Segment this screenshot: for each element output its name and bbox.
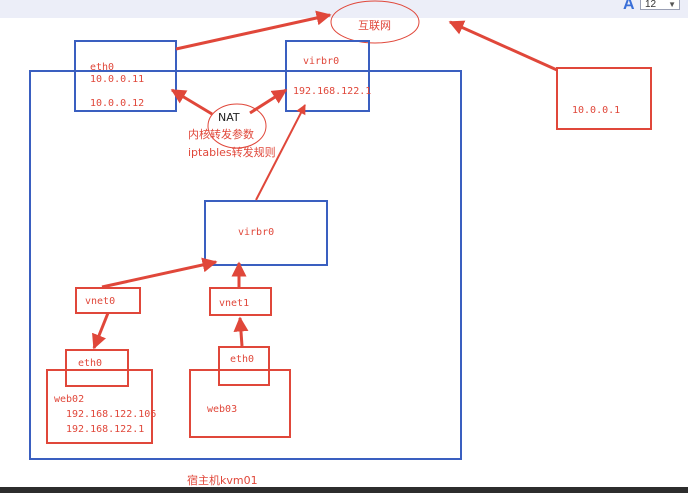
web02-box [46,369,153,444]
external-host-ip: 10.0.0.1 [572,105,621,116]
host-virbr0-name: virbr0 [303,56,340,67]
host-eth0-ip2: 10.0.0.12 [90,98,145,109]
web03-eth0-box [218,346,270,386]
font-size-select[interactable]: 12 ▼ [640,0,680,10]
chevron-down-icon[interactable]: ▼ [668,0,676,9]
inner-virbr0-box [204,200,328,266]
arrow-vnet0-to-virbr0 [101,257,218,289]
font-size-icon[interactable]: A [623,0,635,13]
web02-eth0-name: eth0 [78,358,103,369]
web02-ip1: 192.168.122.106 [66,409,157,420]
arrow-external-to-internet [448,20,558,72]
host-virbr0-box [285,40,370,112]
font-size-value: 12 [645,0,657,10]
web03-eth0-name: eth0 [230,354,255,365]
vnet0-name: vnet0 [85,296,116,307]
host-eth0-ip1: 10.0.0.11 [90,74,145,85]
iptables-rule-label: iptables转发规则 [188,146,276,159]
nat-ellipse [207,103,267,149]
arrow-eth0-to-internet [175,10,332,51]
web03-name: web03 [207,404,238,415]
top-toolbar-strip [0,0,688,18]
host-virbr0-ip: 192.168.122.1 [293,86,372,97]
arrow-inner-to-host-virbr0 [255,104,306,201]
web02-eth0-box [65,349,129,387]
host-machine-box [29,70,462,460]
nat-label: NAT [218,111,240,124]
web02-ip2: 192.168.122.1 [66,424,145,435]
host-eth0-name: eth0 [90,62,115,73]
arrow-nat-to-eth0 [170,88,213,116]
arrow-vnet0-to-web02-eth0 [92,312,110,350]
inner-virbr0-name: virbr0 [238,227,275,238]
host-machine-label: 宿主机kvm01 [187,474,258,487]
internet-label: 互联网 [358,19,391,32]
bottom-bar [0,487,688,493]
web03-box [189,369,291,438]
external-host-box [556,67,652,130]
arrow-nat-to-virbr0 [249,88,288,115]
arrow-web03-eth0-to-vnet1 [233,316,249,347]
font-size-control[interactable]: A 12 ▼ [620,0,688,14]
host-eth0-box [74,40,177,112]
kernel-forward-param-label: 内核转发参数 [188,128,254,141]
web02-name: web02 [54,394,85,405]
vnet1-box [209,287,272,316]
vnet1-name: vnet1 [219,298,250,309]
